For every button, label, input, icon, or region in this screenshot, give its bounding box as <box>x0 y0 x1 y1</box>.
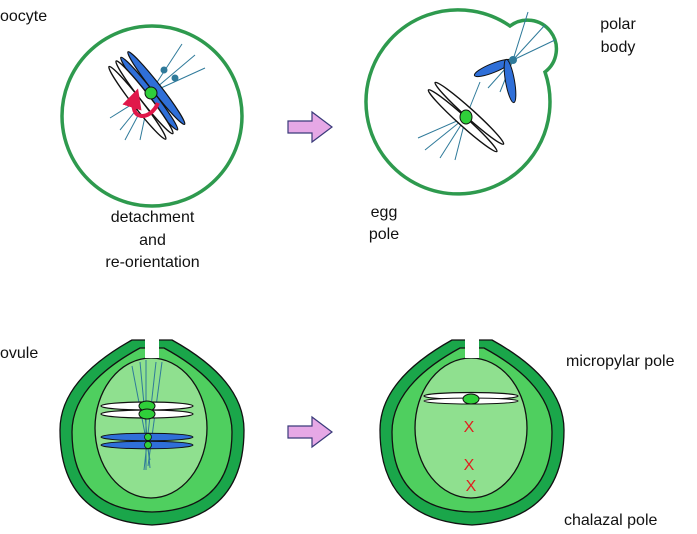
label-egg: egg <box>370 204 398 221</box>
label-detachment: detachment <box>110 209 195 226</box>
label-and: and <box>139 232 166 249</box>
polar-body-chromosome <box>473 56 517 104</box>
ovule-left-chromosomes <box>100 400 194 450</box>
oocyte-centromeres <box>144 66 179 100</box>
label-micropylar-pole: micropylar pole <box>566 353 675 370</box>
ovule-left <box>59 336 245 526</box>
process-arrow-bottom <box>287 415 333 449</box>
label-body: body <box>600 39 636 56</box>
label-ovule: ovule <box>0 345 39 362</box>
process-arrow-top <box>287 110 333 144</box>
label-reorientation: re-orientation <box>105 254 200 271</box>
label-pole: pole <box>368 226 400 243</box>
degenerated-markers: X X X <box>464 419 477 495</box>
marker-x: X <box>464 419 475 436</box>
egg-centromere <box>459 109 473 125</box>
marker-x: X <box>466 478 477 495</box>
label-chalazal-pole: chalazal pole <box>564 512 658 529</box>
label-oocyte: oocyte <box>0 8 48 25</box>
rotation-arrow <box>122 88 160 118</box>
marker-x: X <box>464 457 475 474</box>
ovule-right-chromosome <box>423 391 519 405</box>
label-polar: polar <box>600 16 636 33</box>
